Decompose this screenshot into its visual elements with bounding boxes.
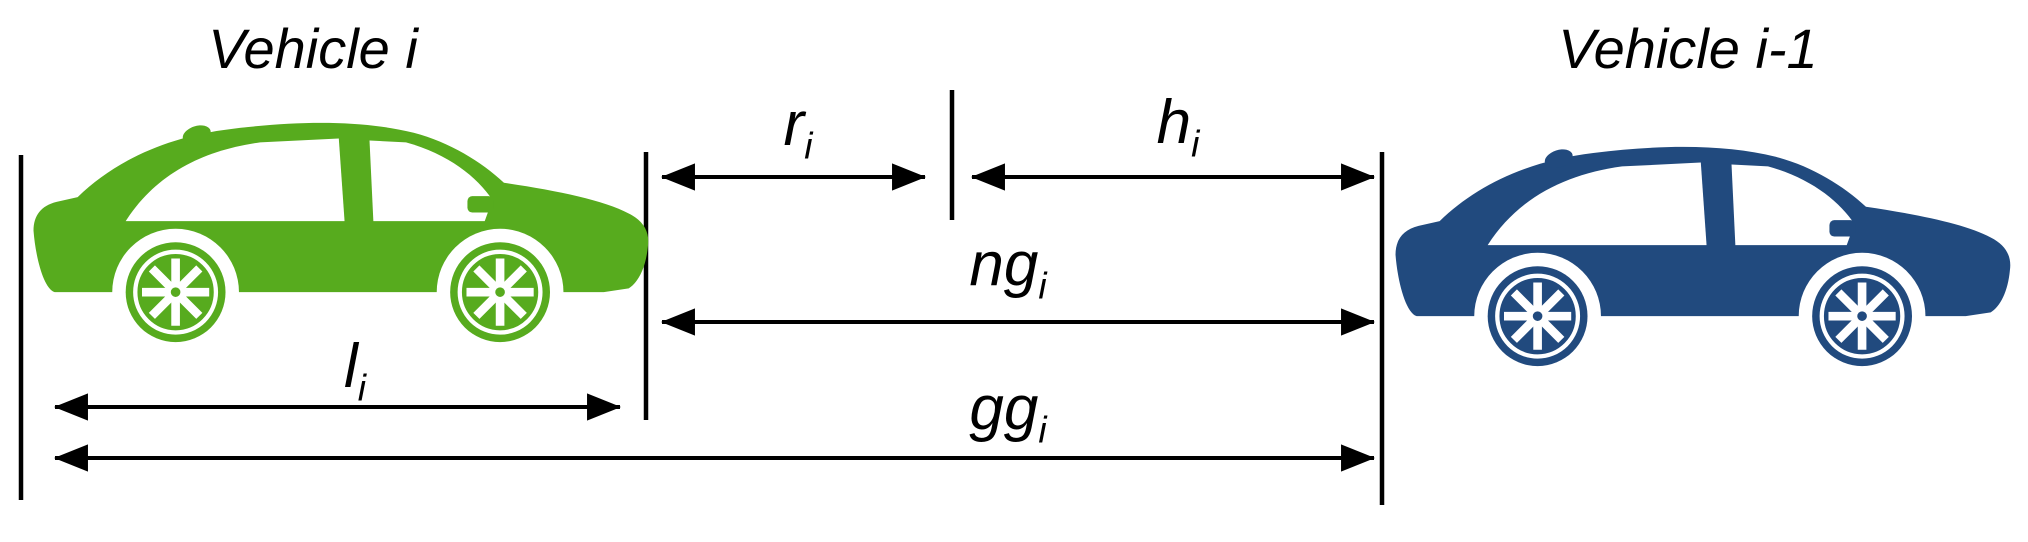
- reference-lines: [18, 90, 1385, 505]
- vehicle-i-1-car-icon: [1396, 146, 2011, 379]
- label-h: hi: [1156, 88, 1200, 165]
- label-gg: ggi: [969, 374, 1047, 451]
- vehicle-i-title: Vehicle i: [208, 17, 418, 80]
- dimension-arrows: [53, 163, 1376, 472]
- label-ng: ngi: [969, 230, 1047, 307]
- label-r: ri: [783, 90, 813, 167]
- vehicle-i-1-title: Vehicle i-1: [1558, 17, 1818, 80]
- label-l: li: [343, 332, 367, 409]
- vehicle-i-car-icon: [34, 122, 649, 355]
